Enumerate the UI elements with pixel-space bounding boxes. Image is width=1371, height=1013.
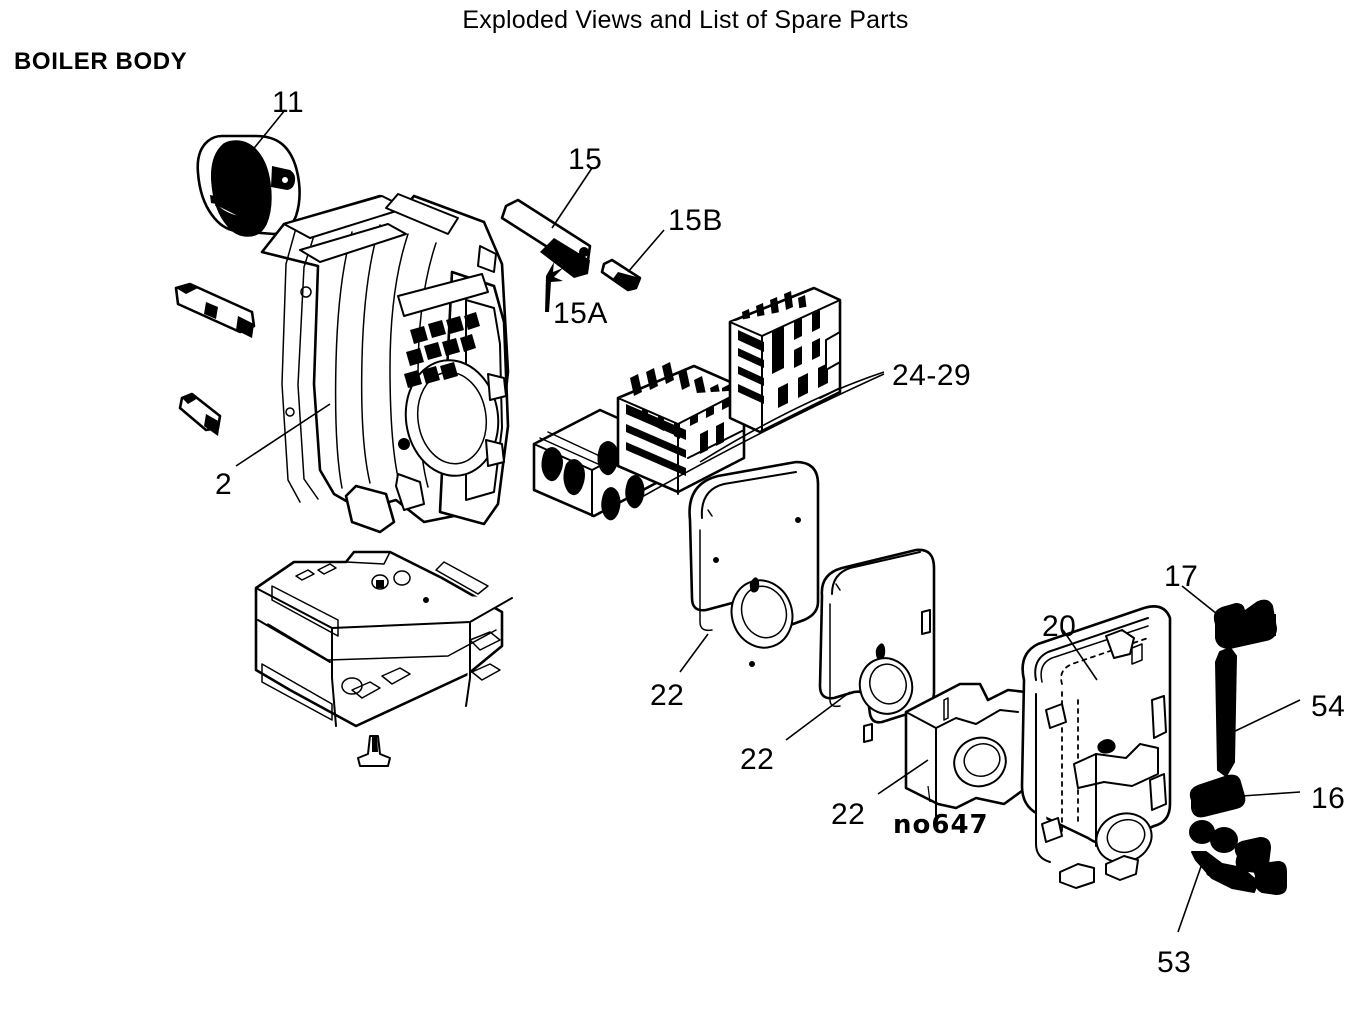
- leader-2: [236, 404, 330, 466]
- callout-11: 11: [272, 86, 305, 119]
- leader-17: [1182, 586, 1222, 618]
- callout-22-left: 22: [650, 679, 685, 712]
- part-pin-15b: [602, 260, 640, 290]
- part-burner-element-middle: [618, 362, 744, 494]
- leader-20: [1063, 630, 1097, 680]
- leader-22-left: [680, 634, 708, 672]
- part-clip-17: [1215, 601, 1276, 648]
- part-insulation-panel-middle-22: [820, 550, 934, 742]
- callout-16: 16: [1311, 782, 1346, 815]
- leader-24-29-a: [700, 372, 884, 462]
- callout-2: 2: [215, 468, 233, 501]
- callout-17: 17: [1164, 560, 1199, 593]
- part-insulation-block-22: [906, 684, 1026, 816]
- leader-22-block: [878, 760, 928, 794]
- callout-22-block: 22: [831, 798, 866, 831]
- part-hardware-cluster-53: [1190, 821, 1286, 894]
- arrow-15a: [545, 262, 563, 312]
- handwritten-note: no647: [893, 810, 989, 840]
- callout-15a: 15A: [553, 297, 608, 330]
- section-heading: BOILER BODY: [14, 48, 188, 75]
- part-screw-left: [180, 394, 220, 436]
- leader-53: [1178, 858, 1204, 932]
- callout-53: 53: [1157, 946, 1192, 979]
- part-hose-clamp-11: [198, 110, 300, 236]
- leader-16: [1242, 792, 1300, 796]
- callout-15b: 15B: [668, 204, 723, 237]
- page-title: Exploded Views and List of Spare Parts: [462, 6, 909, 34]
- part-pin-large-left: [176, 284, 254, 338]
- part-insulation-panel-left-22: [690, 462, 818, 667]
- leader-22-middle: [786, 692, 850, 740]
- leader-54: [1229, 700, 1300, 734]
- callout-20: 20: [1042, 610, 1077, 643]
- part-pin-15: [502, 200, 590, 278]
- callout-22-middle: 22: [740, 743, 775, 776]
- leader-15: [552, 168, 592, 228]
- part-foot-screw: [358, 736, 390, 766]
- part-base-chassis: [256, 552, 512, 726]
- leader-handwritten-note: [928, 786, 930, 802]
- callout-24-29: 24-29: [892, 359, 972, 392]
- leader-15b: [628, 230, 664, 272]
- part-boiler-door-20: [1022, 606, 1170, 888]
- callout-54: 54: [1311, 690, 1346, 723]
- part-boiler-body-2: [262, 194, 508, 532]
- callout-15: 15: [568, 143, 603, 176]
- part-bracket-16: [1191, 776, 1244, 817]
- part-rod-54: [1216, 648, 1236, 776]
- leader-24-29-b: [640, 374, 884, 498]
- part-burner-element-rear: [730, 288, 840, 432]
